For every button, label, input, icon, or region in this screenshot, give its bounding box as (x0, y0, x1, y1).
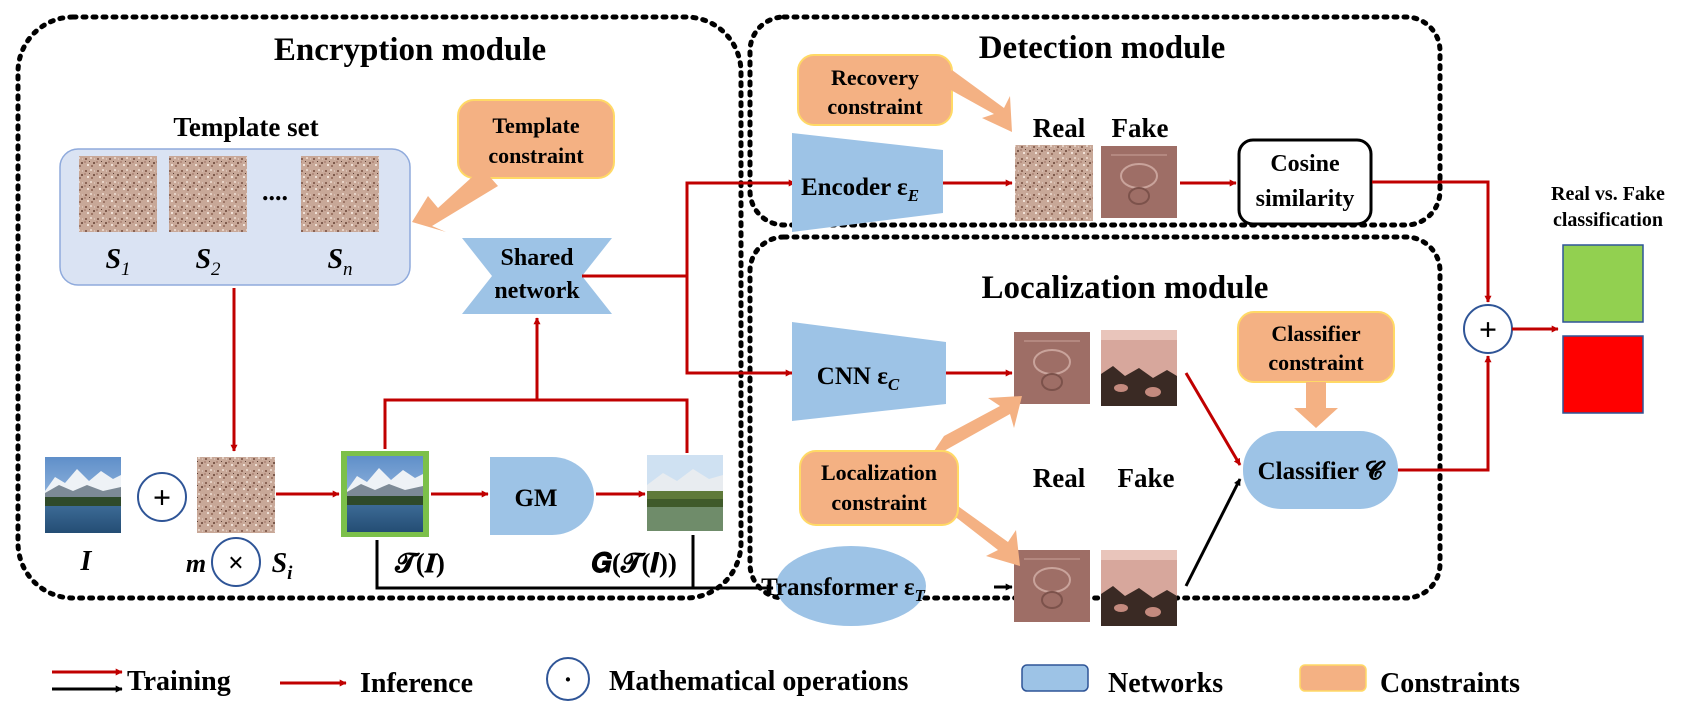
legend: Training Inference · Mathematical operat… (52, 657, 1520, 701)
plus-operator-symbol: + (153, 479, 171, 515)
template-set-label: Template set (173, 112, 318, 142)
arrow-cosine-to-fusion (1372, 180, 1492, 303)
localization-constraint-label-1: Localization (821, 460, 937, 485)
template-s1-noise-template-image (79, 156, 157, 232)
output-title-line-1: Real vs. Fake (1551, 183, 1665, 205)
detection-real-label: Real (1033, 113, 1086, 143)
classifier-constraint-label-2: constraint (1268, 350, 1364, 375)
localization-constraint-box (799, 450, 959, 526)
transformer-residual-map-image (1013, 549, 1091, 623)
classifier-network-shape (1243, 431, 1398, 509)
encrypted-image-label: 𝓣(𝑰) (394, 548, 445, 578)
cnn-label: CNN εC (817, 363, 900, 394)
template-s1-label: S1 (105, 244, 130, 280)
arrow-shared-to-encoder (582, 179, 796, 278)
template-constraint-box (457, 99, 615, 179)
cosine-similarity-box (1237, 138, 1373, 226)
encrypted-image-landscape-photo (347, 456, 423, 532)
template-s2-noise-template-image (169, 156, 247, 232)
legend-constraints-swatch (1299, 664, 1367, 692)
legend-inference-label: Inference (360, 668, 473, 699)
output-title-line-2: classification (1553, 209, 1663, 231)
manipulated-image-landscape-photo (647, 455, 723, 531)
transformer-label: Transformer εT (761, 574, 925, 605)
template-si-noise-template-image (197, 457, 275, 533)
localization-real-label: Real (1033, 463, 1086, 493)
arrow-cnn-maps-to-classifier (1184, 372, 1242, 466)
shared-network-label-2: network (494, 278, 580, 304)
gm-network-shape (490, 457, 594, 535)
cosine-similarity-label-2: similarity (1256, 186, 1355, 212)
output-fake-swatch (1562, 335, 1644, 414)
encryption-module-title: Encryption module (274, 32, 546, 68)
template-sn-noise-template-image (301, 156, 379, 232)
localization-fake-label: Fake (1118, 463, 1175, 493)
shared-network-label-1: Shared (501, 245, 575, 271)
template-ellipsis: .... (262, 177, 288, 206)
input-image-landscape-photo (45, 457, 121, 533)
classifier-constraint-label-1: Classifier (1271, 321, 1360, 346)
localization-module-title: Localization module (982, 270, 1269, 306)
transformer-mask-map-image (1101, 550, 1177, 626)
recovery-constraint-arrow (940, 70, 1012, 132)
cnn-mask-map-image (1101, 330, 1177, 406)
arrow-shared-to-cnn (685, 276, 793, 377)
legend-networks-label: Networks (1108, 668, 1223, 699)
detection-fake-label: Fake (1112, 113, 1169, 143)
encryption-module-frame (15, 14, 744, 601)
classifier-label: Classifier 𝓒 (1258, 458, 1386, 485)
transformer-network-shape (776, 546, 926, 626)
cosine-similarity-label-1: Cosine (1270, 151, 1340, 177)
legend-math-op-dot: · (564, 665, 573, 694)
template-constraint-label-1: Template (492, 113, 579, 138)
mask-m-label: m (186, 549, 206, 578)
line-images-to-shared (383, 398, 689, 453)
localization-constraint-label-2: constraint (831, 490, 927, 515)
template-constraint-label-2: constraint (488, 143, 584, 168)
legend-constraints-label: Constraints (1380, 668, 1520, 699)
recovery-constraint-label-2: constraint (827, 94, 923, 119)
plus-operator (137, 472, 187, 522)
localization-constraint-arrow-up (928, 396, 1022, 460)
classifier-constraint-arrow (1294, 382, 1338, 428)
detection-module-frame (747, 14, 1443, 228)
legend-networks-swatch (1021, 664, 1089, 692)
arrow-transformer-maps-to-classifier (1184, 478, 1242, 587)
output-real-swatch (1562, 244, 1644, 323)
legend-math-op-circle (546, 657, 590, 701)
gm-label: GM (514, 485, 557, 512)
legend-training-label: Training (127, 666, 231, 697)
encoder-network-shape (792, 133, 943, 232)
legend-math-ops-label: Mathematical operations (609, 666, 908, 697)
arrow-encrypted-to-transformer (375, 540, 774, 592)
localization-module-frame (747, 234, 1443, 601)
times-operator-symbol: × (228, 548, 244, 579)
input-image-label: I (80, 546, 93, 577)
encoder-label: Encoder εE (801, 174, 919, 205)
cnn-residual-map-image (1013, 331, 1091, 405)
detection-module-title: Detection module (979, 30, 1226, 66)
shared-network-shape (462, 238, 612, 314)
recovery-constraint-label-1: Recovery (831, 65, 919, 90)
arrow-classifier-to-fusion (1398, 355, 1492, 472)
detection-fake-residual-map-image (1100, 145, 1178, 219)
fusion-plus-symbol: + (1479, 311, 1497, 347)
detection-real-noise-template-image (1015, 145, 1093, 221)
template-s2-label: S2 (195, 244, 221, 280)
template-si-label: Si (272, 548, 294, 584)
template-constraint-arrow (412, 168, 498, 232)
manipulated-image-label: 𝑮(𝓣(𝑰)) (591, 548, 677, 578)
template-sn-label: Sn (327, 244, 352, 280)
times-operator (211, 537, 261, 587)
cnn-network-shape (792, 322, 946, 421)
